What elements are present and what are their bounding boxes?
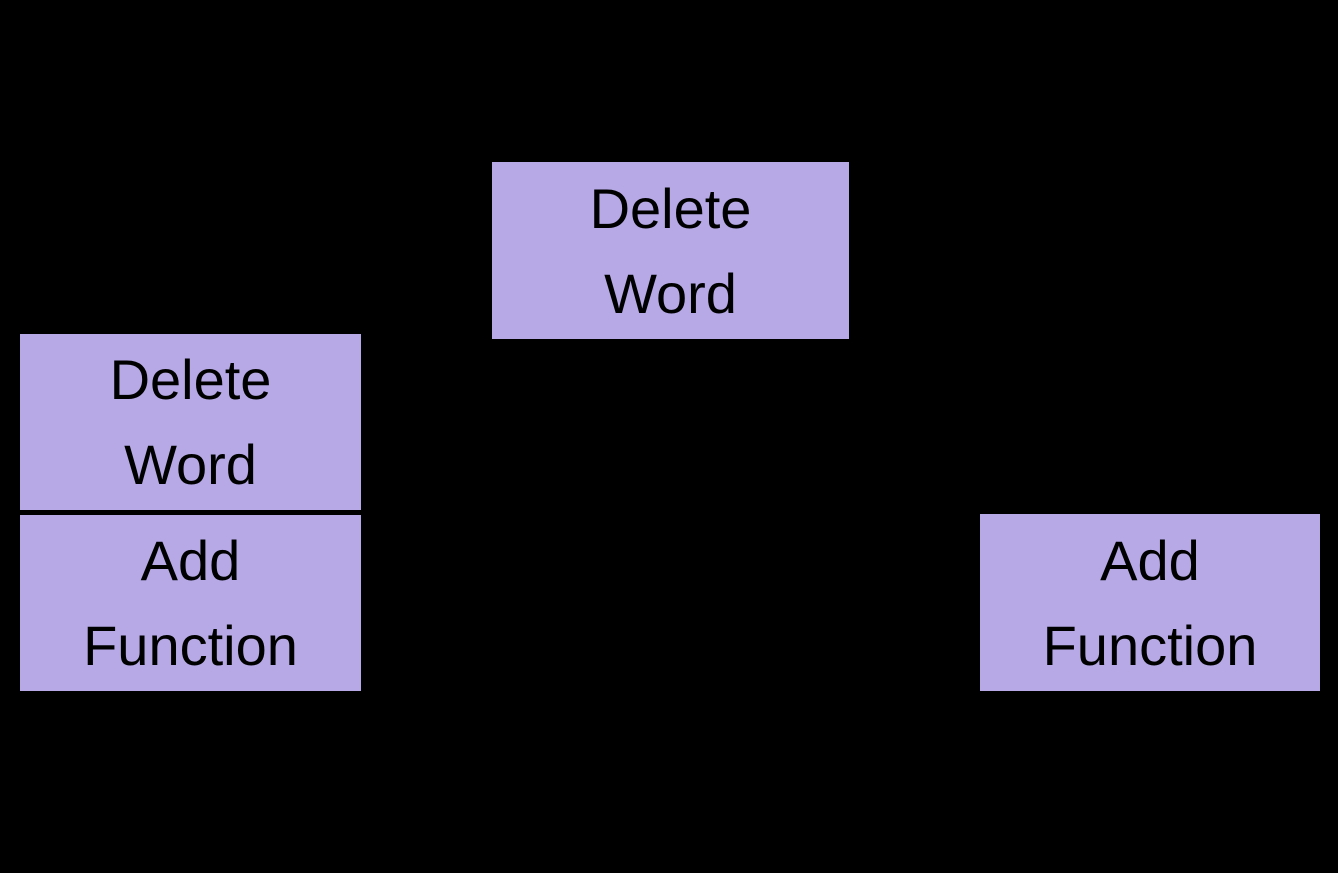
node-delete-word-left-line1: Delete [109, 348, 272, 411]
node-add-function-right-line2: Function [1042, 613, 1258, 677]
node-add-function-left-line2: Function [83, 614, 298, 677]
node-add-function-right[interactable]: Add Function [980, 514, 1320, 691]
node-add-function-left-line1: Add [140, 529, 241, 592]
node-add-function-left[interactable]: Add Function [20, 515, 361, 691]
node-delete-word-top-line2: Word [604, 261, 737, 325]
node-group-left-stack: Delete Word Add Function [20, 334, 361, 691]
node-delete-word-left[interactable]: Delete Word [20, 334, 361, 510]
node-add-function-right-line1: Add [1100, 528, 1200, 592]
node-delete-word-left-line2: Word [124, 433, 257, 496]
node-delete-word-top-line1: Delete [589, 176, 752, 240]
node-delete-word-top[interactable]: Delete Word [492, 162, 849, 339]
stack-divider [20, 510, 361, 515]
